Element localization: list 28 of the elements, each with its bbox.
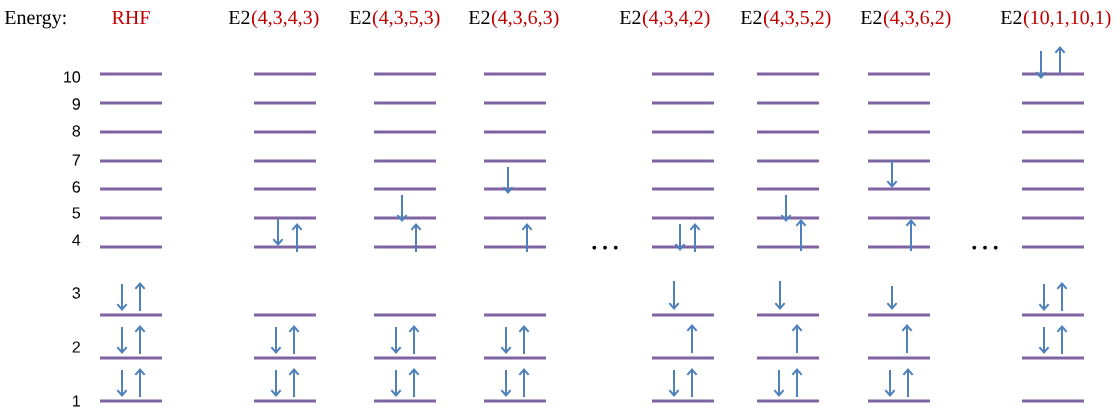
level-number: 1 [73, 395, 80, 407]
level-number: 10 [64, 71, 81, 83]
heading-text: (10,1,10,1) [1023, 10, 1111, 29]
level-number: 8 [72, 125, 81, 137]
level-number: 7 [72, 154, 80, 166]
heading-text: (4,3,6,2) [883, 10, 951, 29]
level-number: 6 [72, 181, 81, 193]
ellipsis: … [972, 245, 998, 250]
heading-text: (4,3,5,2) [763, 10, 831, 29]
heading-text: E2 [619, 10, 641, 24]
heading-text: E2 [468, 10, 490, 24]
level-number: 4 [72, 234, 81, 246]
level-number: 5 [72, 207, 81, 219]
heading-text: (4,3,4,3) [251, 10, 319, 29]
heading-text: (4,3,5,3) [372, 10, 440, 29]
level-number: 3 [72, 287, 81, 299]
heading-text: E2 [740, 10, 762, 24]
level-number: 2 [72, 341, 80, 353]
column-heading: RHF [112, 10, 150, 24]
heading-text: E2 [1000, 10, 1022, 24]
heading-text: (4,3,6,3) [491, 10, 559, 29]
level-number: 9 [72, 98, 80, 110]
heading-text: E2 [860, 10, 882, 24]
ellipsis: … [592, 245, 618, 250]
heading-text: (4,3,4,2) [642, 10, 710, 29]
heading-text: E2 [349, 10, 371, 24]
axis-label: Energy: [4, 10, 66, 29]
heading-text: E2 [228, 10, 250, 24]
